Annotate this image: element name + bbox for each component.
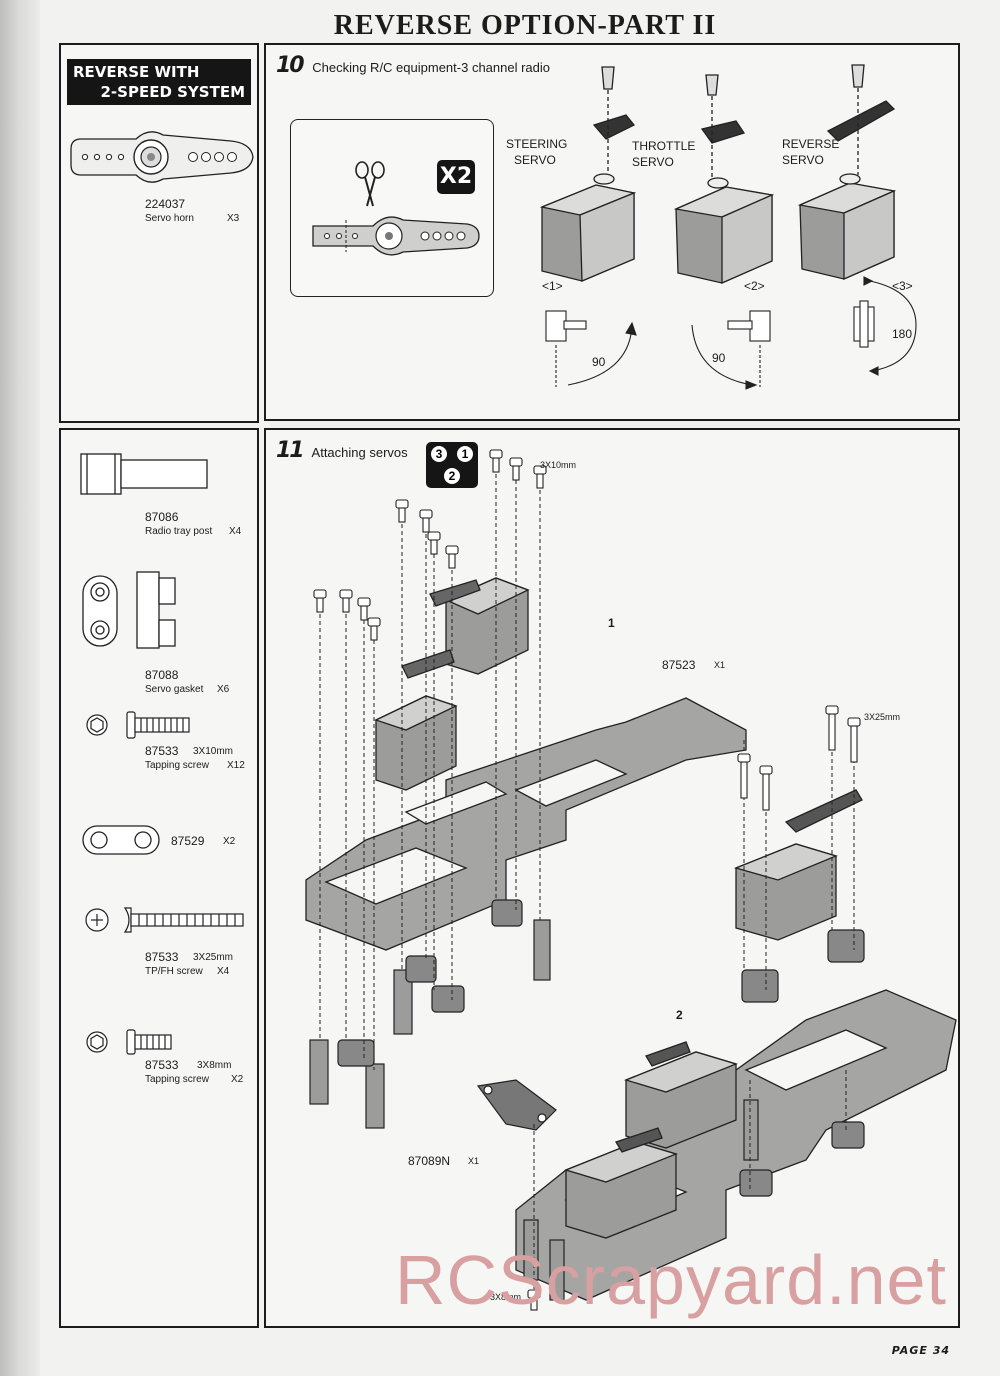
part-87533-b-number: 87533 [145, 950, 179, 964]
steering-servo-label-2: SERVO [514, 153, 556, 167]
badge-line1: REVERSE WITH [73, 63, 200, 81]
screw-3x10-label: 3X10mm [540, 460, 577, 470]
steering-servo-label-1: STEERING [506, 137, 568, 151]
parts-panel-top: REVERSE WITH 2-SPEED SYSTEM 224037 Servo… [59, 43, 259, 423]
step-title: Checking R/C equipment-3 channel radio [312, 60, 550, 75]
part-87533-b-desc: TP/FH screw [145, 966, 203, 977]
throttle-servo [673, 74, 775, 284]
x2-badge: X2 [437, 160, 475, 194]
rotation-diagram-2 [691, 310, 771, 390]
part-87533-a-size: 3X10mm [193, 746, 234, 757]
part-87533-a-qty: X12 [227, 760, 245, 771]
order-2: 2 [444, 468, 460, 484]
position-label-3: <3> [892, 279, 913, 293]
mount-87089n-number: 87089N [408, 1154, 451, 1168]
part-87533-a-number: 87533 [145, 744, 179, 758]
part-number: 224037 [145, 197, 186, 211]
reverse-servo-exploded [733, 789, 863, 941]
parts-drawings [80, 453, 244, 1055]
position-label-2: <2> [744, 279, 765, 293]
servo-horn-long-drawing [70, 131, 254, 183]
angle-label-1: 90 [592, 355, 606, 369]
assembly-order-badge: 3 1 2 [426, 442, 478, 488]
step-11-panel: 11 Attaching servos 3 1 2 [264, 428, 960, 1328]
page-title: REVERSE OPTION-PART II [333, 10, 717, 41]
step-title: Attaching servos [311, 445, 408, 460]
page-binding-shadow [0, 0, 40, 1376]
part-desc: Servo horn [145, 213, 194, 224]
radio-tray-posts [309, 919, 759, 1301]
part-87086-desc: Radio tray post [145, 526, 213, 537]
horn-trim-inset: X2 [290, 119, 494, 297]
part-87533-b-size: 3X25mm [193, 952, 234, 963]
part-87533-c-number: 87533 [145, 1058, 179, 1072]
part-87533-c-size: 3X8mm [197, 1060, 232, 1071]
part-87533-b-qty: X4 [217, 966, 230, 977]
screw-3x25-label: 3X25mm [864, 712, 901, 722]
site-watermark: RCScrapyard.net [395, 1241, 947, 1319]
part-87086-qty: X4 [229, 526, 242, 537]
parts-panel-bottom: 87086 Radio tray post X4 87088 Servo gas… [59, 428, 259, 1328]
tapping-screw-3x8-drawing [86, 1029, 172, 1055]
assembly-2-label: 2 [676, 1008, 683, 1022]
part-87529-number: 87529 [171, 834, 205, 848]
assembly-drawing [305, 449, 957, 1311]
part-87529-qty: X2 [223, 836, 236, 847]
servo-gasket-drawing [82, 571, 176, 649]
mount-87089n-qty: X1 [468, 1156, 480, 1166]
servos-drawing [539, 64, 917, 390]
mount-bracket [476, 1079, 557, 1131]
step-number: 11 [276, 438, 305, 463]
plate-87523-number: 87523 [662, 658, 696, 672]
part-qty: X3 [227, 213, 240, 224]
step-10-panel: 10 Checking R/C equipment-3 channel radi… [264, 43, 960, 421]
part-87088-qty: X6 [217, 684, 230, 695]
servo-gaskets [337, 899, 865, 1197]
part-87533-c-qty: X2 [231, 1074, 244, 1085]
tapping-screw-3x10-drawing [86, 711, 190, 739]
rotation-diagram-1 [545, 310, 637, 387]
steering-servo [539, 66, 637, 282]
step-11-heading: 11 Attaching servos [276, 438, 408, 463]
lower-servos [564, 1041, 738, 1239]
reverse-servo-label-1: REVERSE [782, 137, 840, 151]
reverse-servo-label-2: SERVO [782, 153, 824, 167]
servo-horn-cut-drawing [312, 216, 480, 256]
tpfh-screw-3x25-drawing [85, 907, 244, 933]
scissors-icon [355, 161, 385, 207]
radio-tray-post-drawing [80, 453, 208, 495]
plate-87523-qty: X1 [714, 660, 726, 670]
order-3: 3 [431, 446, 447, 462]
part-87088-number: 87088 [145, 668, 179, 682]
screws [313, 449, 861, 1311]
part-87088-desc: Servo gasket [145, 684, 204, 695]
spacer-87529-drawing [82, 825, 160, 855]
order-1: 1 [457, 446, 473, 462]
throttle-servo-label-2: SERVO [632, 155, 674, 169]
radio-tray-plate-1 [305, 697, 747, 951]
position-label-1: <1> [542, 279, 563, 293]
upper-servos [374, 577, 530, 791]
assembly-1-label: 1 [608, 616, 615, 630]
screw-3x8-label: 3X8mm [490, 1292, 522, 1302]
reverse-servo [797, 64, 897, 280]
part-87533-c-desc: Tapping screw [145, 1074, 209, 1085]
badge-line2: 2-SPEED SYSTEM [100, 83, 246, 101]
reverse-2speed-badge: REVERSE WITH 2-SPEED SYSTEM [67, 59, 251, 105]
step-10-heading: 10 Checking R/C equipment-3 channel radi… [276, 53, 550, 78]
step-number: 10 [276, 53, 305, 78]
angle-label-2: 90 [712, 351, 726, 365]
rotation-diagram-3 [853, 276, 917, 376]
throttle-servo-label-1: THROTTLE [632, 139, 696, 153]
page-number: PAGE 34 [891, 1344, 950, 1357]
angle-label-3: 180 [892, 327, 913, 341]
part-87086-number: 87086 [145, 510, 179, 524]
part-87533-a-desc: Tapping screw [145, 760, 209, 771]
